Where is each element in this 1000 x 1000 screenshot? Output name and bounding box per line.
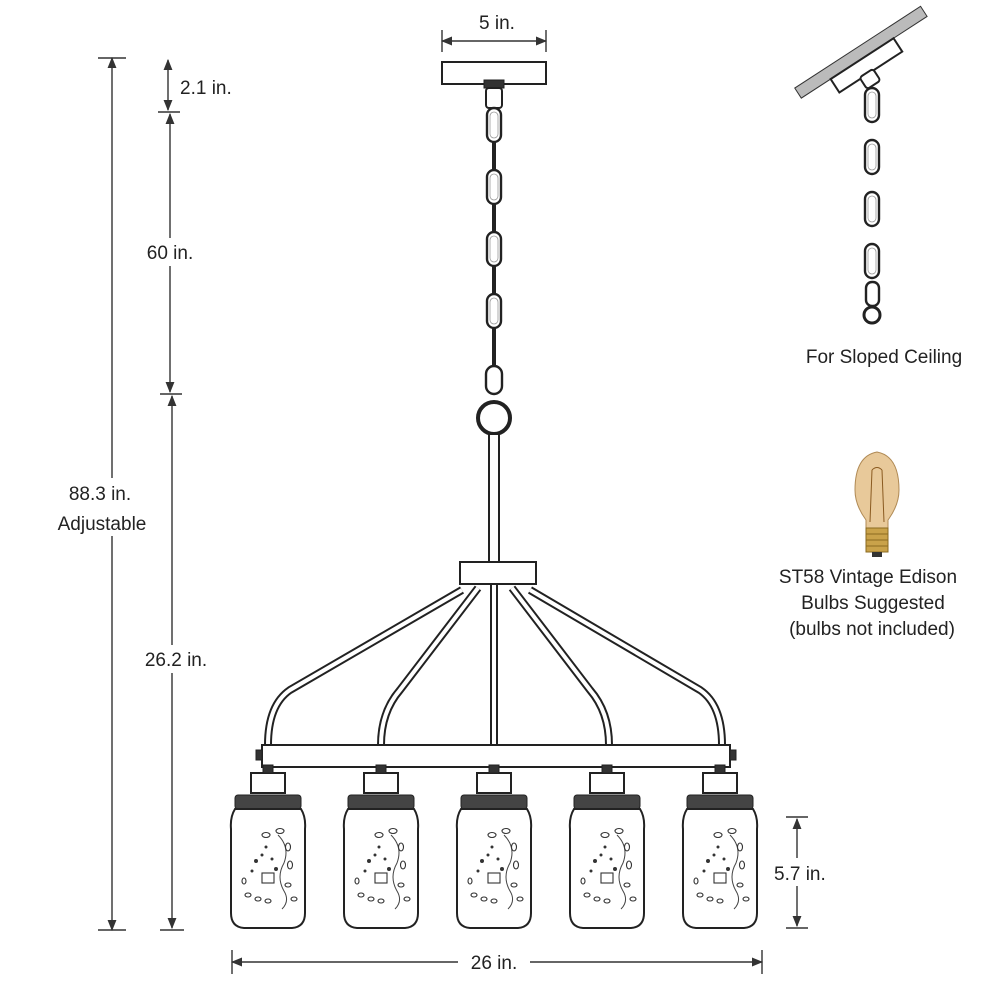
bulb-caption-line2: Bulbs Suggested	[801, 593, 945, 614]
dimension-jar-height: 5.7 in.	[774, 816, 826, 929]
dimension-overall-width: 26 in.	[230, 948, 764, 976]
dimension-chain-length: 60 in.	[130, 112, 210, 395]
crossbar	[261, 744, 731, 768]
center-hub	[459, 561, 537, 585]
mason-jar-shades	[229, 764, 759, 929]
chandelier-drawing	[229, 61, 759, 929]
sloped-ceiling-illustration: For Sloped Ceiling	[794, 5, 962, 368]
dimension-canopy-width: 5 in.	[440, 13, 548, 52]
canopy-height-label: 2.1 in.	[180, 78, 232, 99]
down-rod	[488, 433, 500, 563]
loop-ring	[476, 400, 512, 436]
arms-inner	[266, 585, 724, 746]
total-height-note: Adjustable	[58, 514, 147, 535]
chain	[484, 106, 504, 396]
overall-width-label: 26 in.	[471, 953, 517, 974]
chain-length-label: 60 in.	[147, 243, 193, 264]
dimension-canopy-height: 2.1 in.	[158, 58, 232, 113]
sloped-ceiling-caption: For Sloped Ceiling	[806, 347, 962, 368]
jar-height-label: 5.7 in.	[774, 864, 826, 885]
dimension-body-height: 26.2 in.	[135, 394, 220, 931]
edison-bulb-illustration: ST58 Vintage Edison Bulbs Suggested (bul…	[779, 451, 957, 640]
bulb-caption-line3: (bulbs not included)	[789, 619, 955, 640]
bulb-caption-line1: ST58 Vintage Edison	[779, 567, 957, 588]
dimension-total-height: 88.3 in. Adjustable	[40, 56, 170, 932]
body-height-label: 26.2 in.	[145, 650, 207, 671]
canopy-width-label: 5 in.	[479, 13, 515, 34]
total-height-label: 88.3 in.	[69, 484, 131, 505]
